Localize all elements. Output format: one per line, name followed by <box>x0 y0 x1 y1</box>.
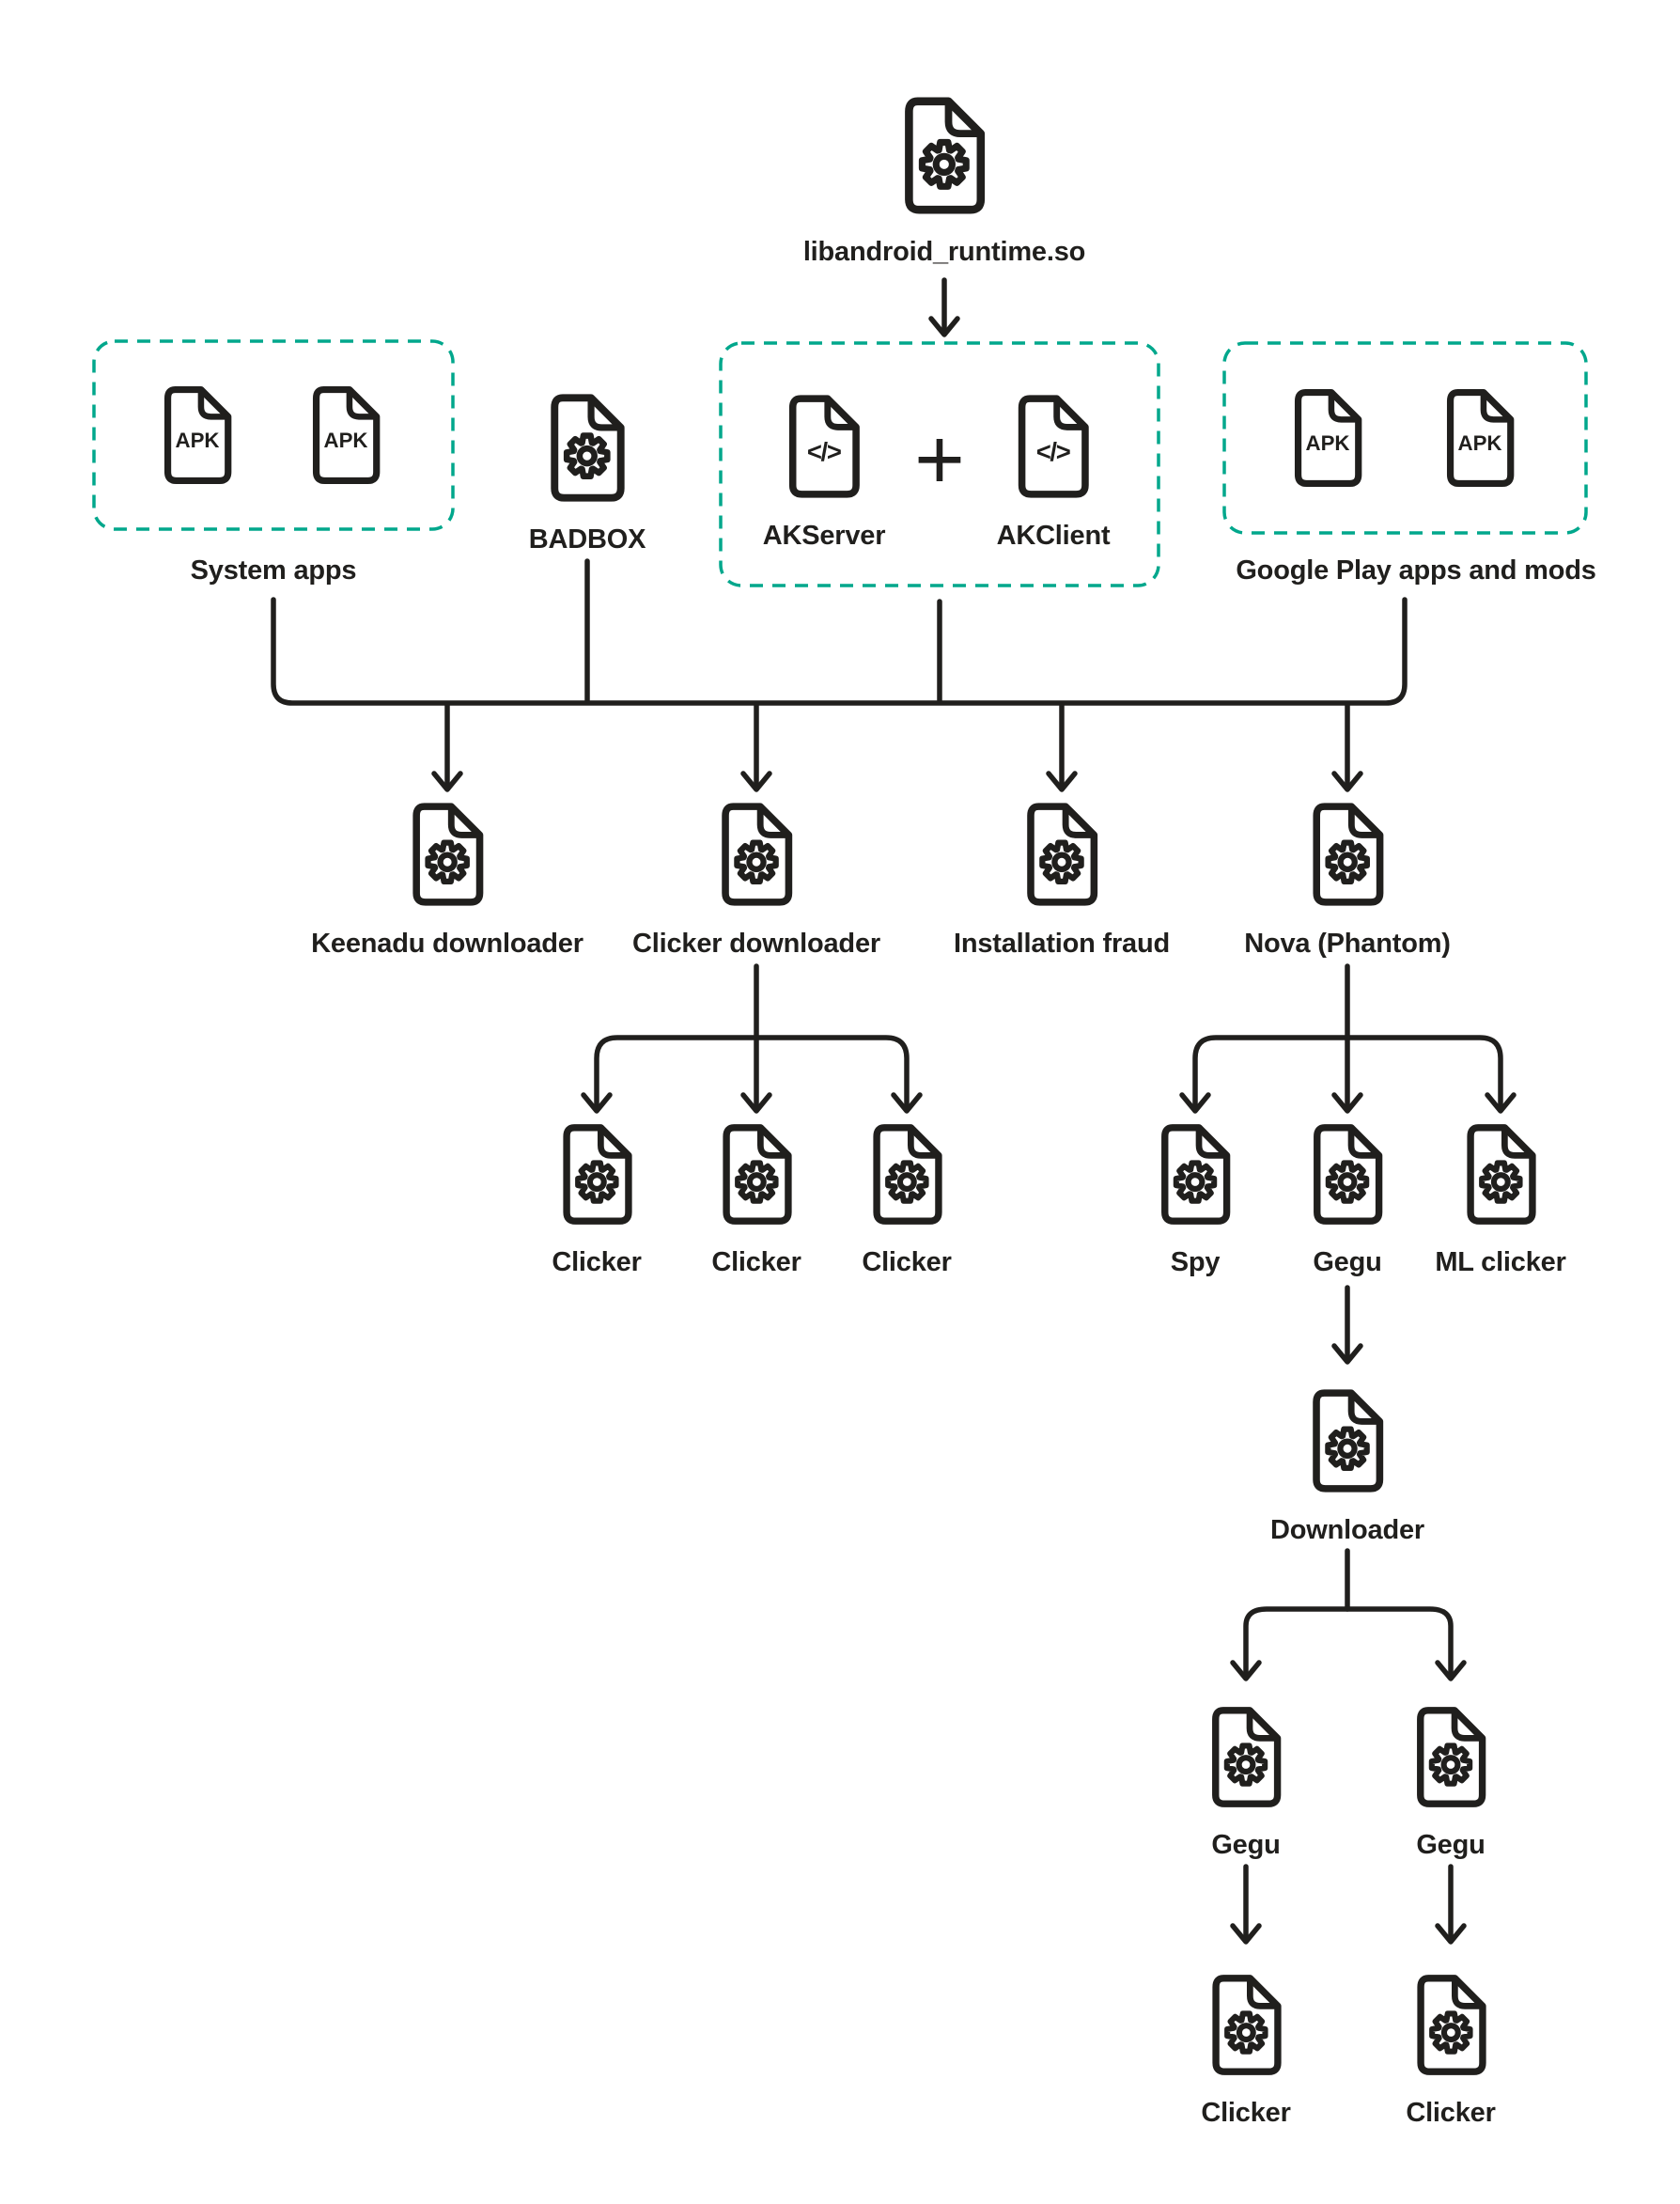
node-downloader: Downloader <box>1270 1386 1424 1546</box>
node-label: Gegu <box>1313 1247 1382 1277</box>
apk-file-icon: APK <box>1440 386 1519 490</box>
gear-file-icon <box>715 800 798 909</box>
node-installation-fraud: Installation fraud <box>954 800 1170 960</box>
connector-bus <box>271 597 1408 706</box>
gear-file-icon <box>1020 800 1103 909</box>
arrowhead-root-to-ak <box>928 316 960 337</box>
gear-file-icon <box>1155 1121 1236 1227</box>
node-keenadu-downloader: Keenadu downloader <box>311 800 583 960</box>
apk-file-icon: APK <box>306 383 385 487</box>
arrowhead-gegu-right <box>1435 1660 1467 1681</box>
node-libandroid-runtime: libandroid_runtime.so <box>803 94 1085 268</box>
gear-file-icon <box>716 1121 797 1227</box>
apk-file-icon: APK <box>1288 386 1367 490</box>
system-apps-group-box <box>92 339 455 531</box>
node-label: libandroid_runtime.so <box>802 237 1086 267</box>
node-clicker-1: Clicker <box>552 1121 642 1278</box>
node-label: AKServer <box>762 521 886 551</box>
node-label: Clicker <box>862 1247 952 1277</box>
code-glyph-text: </> <box>807 437 841 466</box>
gear-file-icon <box>406 800 489 909</box>
node-system-apk-2: APK <box>306 383 385 487</box>
node-gegu-left: Gegu <box>1206 1704 1286 1861</box>
apk-file-icon: APK <box>158 383 237 487</box>
arrowhead-downloader <box>1331 1343 1363 1365</box>
arrowhead-gegu-left <box>1230 1660 1262 1681</box>
node-clicker-bottom-right: Clicker <box>1406 1972 1496 2129</box>
arrowhead-clicker-downloader <box>740 771 772 792</box>
arrowhead-clicker-right <box>891 1092 923 1114</box>
arrowhead-clicker-mid <box>740 1092 772 1114</box>
gear-file-icon <box>866 1121 947 1227</box>
plus-icon: + <box>914 412 965 508</box>
node-label: Downloader <box>1270 1515 1424 1545</box>
node-nova-phantom: Nova (Phantom) <box>1244 800 1451 960</box>
node-gegu-right: Gegu <box>1410 1704 1491 1861</box>
system-apps-label: System apps <box>190 555 357 586</box>
code-file-icon: </> <box>783 392 865 501</box>
gear-file-icon <box>1206 1972 1286 2078</box>
arrowhead-clicker-bottom-right <box>1435 1923 1467 1945</box>
node-gplay-apk-2: APK <box>1440 386 1519 490</box>
node-label: Spy <box>1170 1247 1221 1277</box>
arrowhead-spy <box>1179 1092 1211 1114</box>
apk-badge-text: APK <box>176 429 220 452</box>
code-file-icon: </> <box>1012 392 1095 501</box>
arrowhead-clicker-bottom-left <box>1230 1923 1262 1945</box>
arrowhead-nova <box>1331 771 1363 792</box>
node-label: Clicker <box>1406 2098 1496 2128</box>
gear-file-icon <box>1306 1386 1389 1495</box>
node-spy: Spy <box>1155 1121 1236 1278</box>
node-label: Clicker <box>552 1247 642 1277</box>
gear-file-icon <box>1206 1704 1286 1810</box>
node-clicker-3: Clicker <box>862 1121 952 1278</box>
apk-badge-text: APK <box>1458 431 1502 455</box>
node-label: BADBOX <box>528 524 646 555</box>
gear-file-icon <box>1460 1121 1541 1227</box>
node-gplay-apk-1: APK <box>1288 386 1367 490</box>
node-system-apk-1: APK <box>158 383 237 487</box>
node-badbox: BADBOX <box>529 391 646 555</box>
google-play-label: Google Play apps and mods <box>1236 555 1596 586</box>
gear-file-icon <box>1306 800 1389 909</box>
node-label: Keenadu downloader <box>311 929 583 959</box>
node-label: Clicker <box>711 1247 801 1277</box>
node-label: Installation fraud <box>953 929 1171 959</box>
code-glyph-text: </> <box>1036 437 1070 466</box>
gear-file-icon <box>1410 1704 1491 1810</box>
arrowhead-clicker-left <box>581 1092 613 1114</box>
arrowhead-installation-fraud <box>1046 771 1078 792</box>
node-ml-clicker: ML clicker <box>1435 1121 1566 1278</box>
node-label: Clicker <box>1201 2098 1291 2128</box>
gear-file-icon <box>1307 1121 1388 1227</box>
gear-file-icon <box>556 1121 637 1227</box>
ak-group-box <box>719 341 1160 587</box>
node-label: Gegu <box>1211 1830 1281 1860</box>
apk-badge-text: APK <box>324 429 368 452</box>
apk-badge-text: APK <box>1306 431 1350 455</box>
connector-nova-branch-bar <box>1192 1035 1503 1110</box>
arrowhead-gegu <box>1331 1092 1363 1114</box>
node-clicker-2: Clicker <box>711 1121 801 1278</box>
node-label: Clicker downloader <box>632 929 880 959</box>
node-akclient: </> AKClient <box>997 392 1111 552</box>
node-label: Gegu <box>1416 1830 1486 1860</box>
gear-file-icon <box>1410 1972 1491 2078</box>
node-akserver: </> AKServer <box>762 392 886 552</box>
node-label: AKClient <box>996 521 1111 551</box>
node-clicker-bottom-left: Clicker <box>1201 1972 1291 2129</box>
google-play-group-box <box>1222 341 1588 535</box>
gear-file-icon <box>544 391 630 505</box>
arrowhead-keenadu <box>431 771 463 792</box>
node-clicker-downloader: Clicker downloader <box>632 800 880 960</box>
arrowhead-ml-clicker <box>1485 1092 1517 1114</box>
gear-file-icon <box>897 94 991 217</box>
node-label: ML clicker <box>1435 1247 1566 1277</box>
node-gegu: Gegu <box>1307 1121 1388 1278</box>
connector-downloader-branch-bar <box>1243 1606 1454 1678</box>
connector-clicker-branch-bar <box>594 1035 910 1110</box>
node-label: Nova (Phantom) <box>1244 929 1451 959</box>
